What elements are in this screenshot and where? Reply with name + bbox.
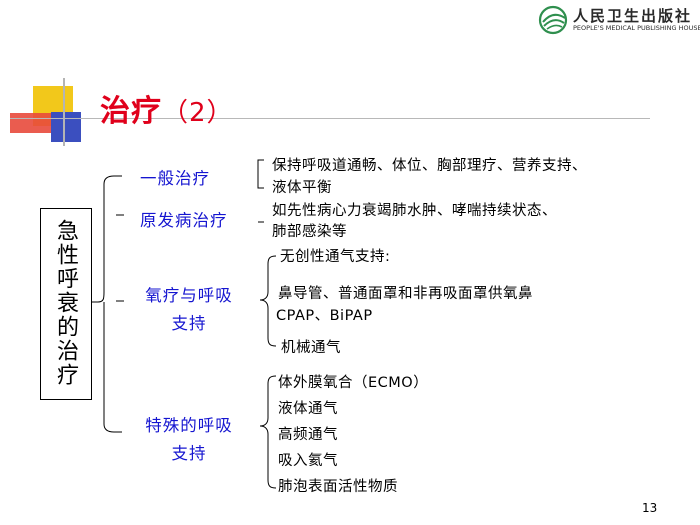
- special-item-5: 肺泡表面活性物质: [278, 479, 398, 495]
- category-special-label-line2: 支持: [171, 444, 207, 463]
- primary-line-2: 肺部感染等: [272, 224, 347, 240]
- title-underline: [10, 118, 650, 119]
- oxygen-item-4: 机械通气: [281, 340, 341, 356]
- category-general-label: 一般治疗: [140, 169, 210, 188]
- page-number: 13: [642, 501, 658, 515]
- publisher-name-en: PEOPLE'S MEDICAL PUBLISHING HOUSE: [573, 24, 700, 32]
- category-oxygen-label-line2: 支持: [171, 314, 207, 333]
- page-title: 治疗（2）: [100, 94, 234, 129]
- special-item-3: 高频通气: [278, 427, 338, 443]
- publisher-logo-icon: [538, 5, 568, 35]
- category-primary-label: 原发病治疗: [140, 211, 228, 230]
- main-label: 急性呼衰的治疗: [53, 219, 78, 387]
- special-item-2: 液体通气: [278, 401, 338, 417]
- decor-blue-square: [51, 112, 81, 142]
- category-special-label: 特殊的呼吸 支持: [124, 412, 254, 468]
- publisher-name: 人民卫生出版社: [573, 7, 693, 25]
- oxygen-item-1: 无创性通气支持:: [280, 249, 391, 265]
- oxygen-item-2: 鼻导管、普通面罩和非再吸面罩供氧鼻: [278, 286, 533, 302]
- special-item-1: 体外膜氧合（ECMO）: [278, 375, 429, 391]
- category-oxygen-label-line1: 氧疗与呼吸: [145, 286, 233, 305]
- special-item-4: 吸入氦气: [278, 453, 338, 469]
- category-special-label-line1: 特殊的呼吸: [145, 416, 233, 435]
- general-line-1: 保持呼吸道通畅、体位、胸部理疗、营养支持、: [272, 158, 587, 174]
- decor-vertical-line: [63, 78, 65, 146]
- main-label-box: [40, 208, 92, 400]
- primary-line-1: 如先性病心力衰竭肺水肿、哮喘持续状态、: [272, 203, 557, 219]
- oxygen-item-3: CPAP、BiPAP: [276, 308, 373, 324]
- category-oxygen-label: 氧疗与呼吸 支持: [124, 282, 254, 338]
- general-line-2: 液体平衡: [272, 180, 332, 196]
